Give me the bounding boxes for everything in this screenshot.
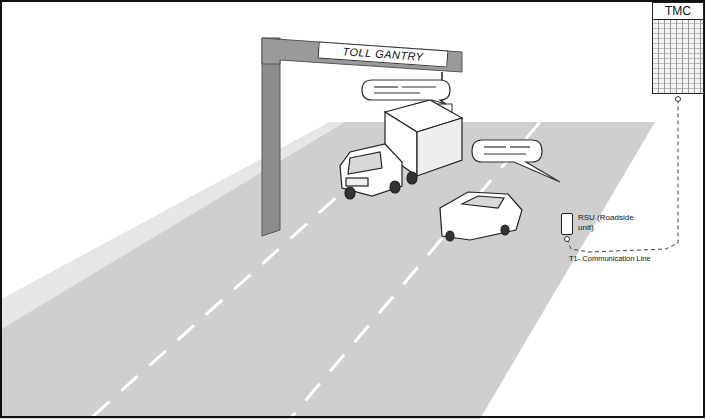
road-surface — [0, 122, 655, 419]
node-label: RSU (Roadside unit) — [578, 213, 640, 233]
bubble-line — [510, 146, 530, 147]
line-terminal — [676, 97, 681, 102]
road — [0, 122, 655, 419]
truck — [340, 100, 462, 199]
car — [440, 192, 522, 241]
bubble-line — [402, 86, 436, 87]
gantry — [262, 38, 462, 236]
trailer-back — [417, 118, 462, 176]
lane-line — [90, 122, 420, 419]
node-label: TMC — [653, 3, 703, 20]
tmc-building: TMC — [652, 2, 704, 94]
gantry-pillar — [262, 38, 280, 236]
truck-wheel — [407, 172, 417, 184]
truck-windshield — [348, 152, 382, 174]
roadside-unit: RSU (Roadside unit) — [561, 213, 573, 235]
car-windshield — [462, 196, 504, 208]
bubble-line — [374, 92, 420, 93]
car-body — [440, 192, 522, 240]
bubble-line — [484, 146, 506, 147]
line-terminal — [565, 237, 570, 242]
car-wheel — [446, 231, 454, 241]
truck-grille — [346, 178, 368, 186]
car-wheel — [501, 225, 509, 235]
speech-bubbles — [362, 80, 560, 182]
road-shoulder — [0, 122, 345, 330]
truck-wheel — [390, 181, 400, 193]
bubble-line — [374, 86, 398, 87]
gantry-beam — [262, 38, 462, 72]
car-bubble — [472, 140, 560, 182]
communication-line — [567, 99, 678, 252]
truck-bubble — [362, 80, 450, 104]
line-label: T1- Communication Line — [569, 254, 651, 263]
bubble-line — [484, 153, 526, 154]
truck-wheel — [345, 187, 355, 199]
